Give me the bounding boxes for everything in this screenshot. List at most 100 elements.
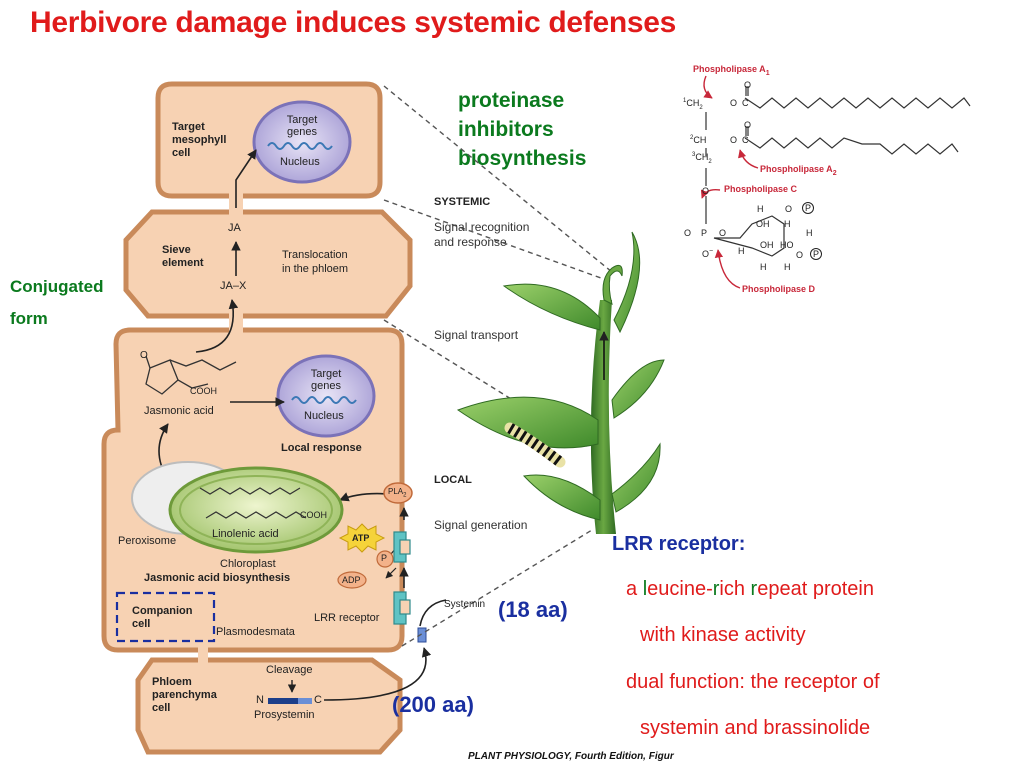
- pi-line-2: inhibitors: [458, 118, 554, 141]
- ja-to-conjugate-arrow: [195, 299, 239, 353]
- phloem-line-1: Phloem: [152, 676, 192, 688]
- ring-h4-label: H: [738, 246, 745, 256]
- carbon-c1-label: C: [742, 98, 749, 108]
- c1-label: 1CH2: [683, 98, 703, 111]
- lrr-receptor-bottom: [393, 591, 411, 625]
- lrr-def-l: l: [642, 578, 648, 600]
- ring-o-bottom-label: O: [796, 250, 804, 260]
- phospholipase-a1-label: Phospholipase A1: [693, 64, 770, 77]
- jasmonic-acid-structure: [145, 355, 237, 395]
- systemin-binding-line: [419, 599, 447, 627]
- ring-oh1-label: OH: [756, 219, 770, 229]
- target-genes-line-2: genes: [287, 126, 317, 138]
- local-header: LOCAL: [434, 474, 472, 486]
- cooh-label-ja: COOH: [190, 386, 217, 396]
- pla2-subscript: 2: [403, 492, 407, 499]
- phosphate-o-label: O: [702, 186, 710, 196]
- prosystemin-length-label: (200 aa): [392, 692, 474, 717]
- nucleus-label-local: Nucleus: [304, 410, 344, 422]
- ring-h5-label: H: [760, 262, 767, 272]
- companion-cell-label: Companion cell: [132, 605, 193, 631]
- ester-o2-label: O: [730, 135, 738, 145]
- ring-h1-label: H: [757, 204, 764, 214]
- caterpillar: [504, 422, 566, 468]
- c1-text: CH: [686, 98, 700, 108]
- nucleus-label-top: Nucleus: [280, 156, 320, 168]
- signal-generation-label: Signal generation: [434, 518, 528, 532]
- plasmodesmata-label: Plasmodesmata: [216, 626, 295, 638]
- phospholipase-c-label: Phospholipase C: [724, 184, 798, 194]
- signal-recognition-label: Signal recognition and response: [434, 220, 529, 250]
- pi-line-1: proteinase: [458, 89, 565, 112]
- c2-label: 2CH: [690, 135, 706, 145]
- target-genes-local-line-1: Target: [310, 368, 342, 380]
- systemin-segment: [298, 698, 312, 704]
- plant-illustration: [456, 231, 665, 534]
- c1-num: 1: [683, 98, 687, 104]
- linolenic-acid-label: Linolenic acid: [212, 528, 279, 540]
- adp-badge: [337, 571, 367, 589]
- inositol-link-o-label: O: [719, 228, 727, 238]
- zoom-connector-lines: [383, 85, 613, 647]
- c3-label: 3CH2: [692, 152, 712, 165]
- phloem-line-3: cell: [152, 702, 171, 714]
- adp-arrow: [385, 567, 397, 579]
- carbonyl-o1-label: O: [744, 80, 752, 90]
- target-nucleus-local: [276, 354, 376, 438]
- proteinase-inhibitors-label: proteinase inhibitors biosynthesis: [458, 86, 586, 173]
- carbon-c2-label: C: [742, 135, 749, 145]
- pla2-enzyme: [383, 482, 413, 504]
- pla1-text: Phospholipase A: [693, 64, 766, 74]
- target-genes-label-top: Target genes: [282, 114, 322, 138]
- signal-recognition-line-2: and response: [434, 235, 507, 249]
- lrr-kinase-line: with kinase activity: [640, 624, 806, 646]
- pla2-lipid-subscript: 2: [832, 169, 837, 177]
- phosphorus-label: P: [701, 228, 708, 238]
- companion-cell-highlight-box: [115, 591, 216, 643]
- lrr-def-a: a: [626, 578, 643, 600]
- pla1-subscript: 1: [765, 69, 770, 77]
- systemic-header: SYSTEMIC: [434, 196, 491, 208]
- lrr-heading: LRR receptor:: [612, 533, 746, 555]
- sieve-line-1: Sieve: [162, 244, 191, 256]
- lrr-def-r1: r: [712, 578, 720, 600]
- c3-sub: 2: [708, 158, 712, 165]
- ring-h2-label: H: [784, 219, 791, 229]
- prosystemin-bar: [268, 698, 312, 704]
- plasmodesma-pore: [198, 646, 208, 664]
- target-genes-local-line-2: genes: [311, 380, 341, 392]
- local-response-label: Local response: [281, 442, 362, 454]
- phospholipase-a2-label: Phospholipase A2: [760, 164, 837, 177]
- sieve-element-cell: [123, 209, 413, 319]
- target-genes-label-local: Target genes: [306, 368, 346, 392]
- c1-sub: 2: [699, 104, 703, 111]
- systemin-label: Systemin: [444, 599, 486, 610]
- lrr-def-epeat: epeat protein: [757, 578, 874, 600]
- lrr-def-eucine: eucine-: [647, 578, 713, 600]
- o-minus-text: O: [702, 249, 710, 259]
- target-cell-line-1: Target: [172, 121, 205, 133]
- phosphate-double-o-label: O: [684, 228, 692, 238]
- ja-label: JA: [228, 222, 241, 234]
- ring-oh2-label: OH: [760, 240, 774, 250]
- target-nucleus-top: [252, 100, 352, 184]
- pla2-lipid-text: Phospholipase A: [760, 164, 833, 174]
- companion-line-1: Companion: [132, 605, 193, 617]
- c-terminus-label: C: [314, 694, 322, 706]
- figure-credit: PLANT PHYSIOLOGY, Fourth Edition, Figur: [468, 751, 674, 762]
- sieve-element-label: Sieve element: [162, 244, 204, 270]
- ja-to-nucleus-arrow: [235, 149, 257, 208]
- systemin-length-label: (18 aa): [498, 597, 568, 622]
- c3-num: 3: [692, 152, 696, 158]
- c3-text: CH: [695, 152, 709, 162]
- conjugated-line-2: form: [10, 309, 48, 328]
- lrr-systemin-brassinolide-line: systemin and brassinolide: [640, 717, 871, 739]
- phospholipid-structure: [705, 86, 971, 257]
- jasmonic-acid-label: Jasmonic acid: [144, 405, 214, 417]
- prosystemin-to-systemin-arrow: [323, 647, 432, 701]
- companion-line-2: cell: [132, 618, 151, 630]
- target-genes-line-1: Target: [286, 114, 318, 126]
- cleavage-label: Cleavage: [266, 664, 313, 676]
- target-mesophyll-cell-label: Target mesophyll cell: [172, 121, 226, 160]
